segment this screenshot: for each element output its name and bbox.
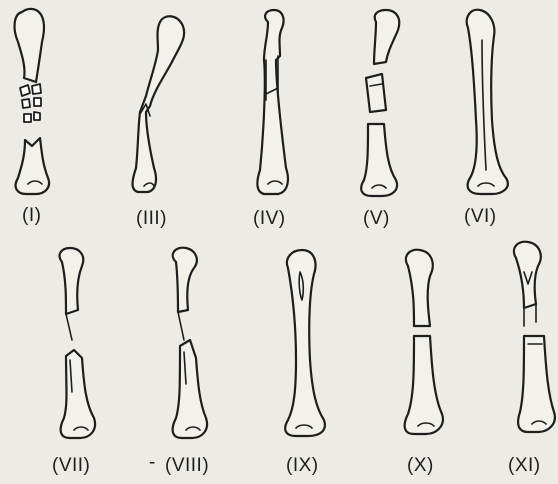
label-iii: (III) <box>136 208 167 230</box>
label-vi: (VI) <box>464 206 497 228</box>
label-xi: (XI) <box>508 455 541 477</box>
bone-intact <box>285 250 325 436</box>
bone-oblique-crack <box>257 10 288 194</box>
bone-fissure <box>467 10 508 194</box>
stray-mark: - <box>149 452 156 474</box>
bone-spiral <box>173 248 207 438</box>
bone-segmental <box>361 10 399 196</box>
label-x: (X) <box>407 455 434 477</box>
label-ix: (IX) <box>286 455 319 477</box>
label-vii: (VII) <box>52 455 90 477</box>
bone-impacted <box>514 242 555 432</box>
bone-curved <box>133 16 185 192</box>
label-i: (I) <box>22 205 41 227</box>
bone-comminuted <box>15 9 50 194</box>
bone-complete-gap <box>405 250 443 434</box>
label-v: (V) <box>363 208 390 230</box>
bone-transverse <box>60 248 95 438</box>
label-viii: (VIII) <box>165 455 209 477</box>
label-iv: (IV) <box>253 208 286 230</box>
